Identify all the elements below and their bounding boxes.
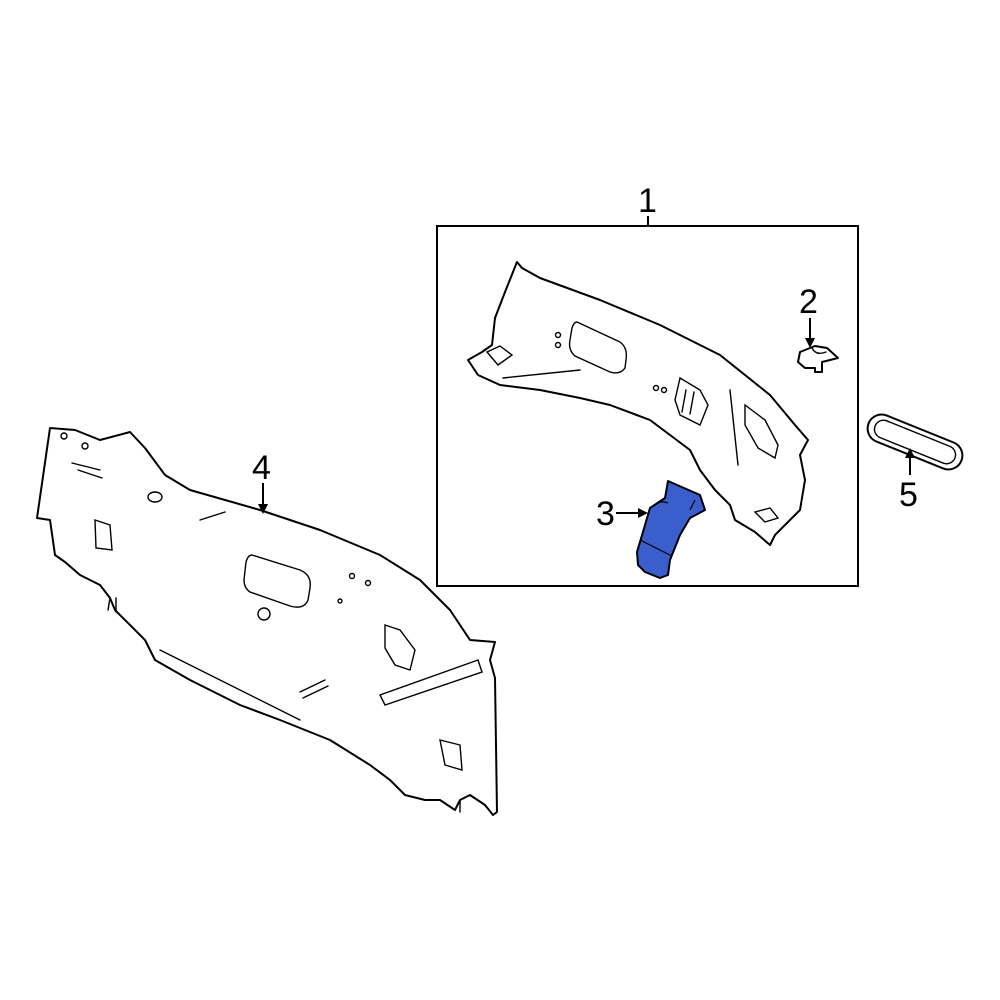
assembly-box [436,216,859,587]
upper-panel-part[interactable] [467,261,809,546]
callout-5[interactable]: 5 [899,476,918,514]
clip-part[interactable] [797,318,839,373]
callout-1[interactable]: 1 [638,182,657,220]
grommet-ring-part[interactable] [863,410,966,475]
callout-3[interactable]: 3 [596,495,615,533]
callout-2[interactable]: 2 [799,283,818,321]
bracket-part-highlighted[interactable] [616,480,706,579]
rear-panel-part[interactable] [36,427,498,816]
callout-4[interactable]: 4 [252,449,271,487]
